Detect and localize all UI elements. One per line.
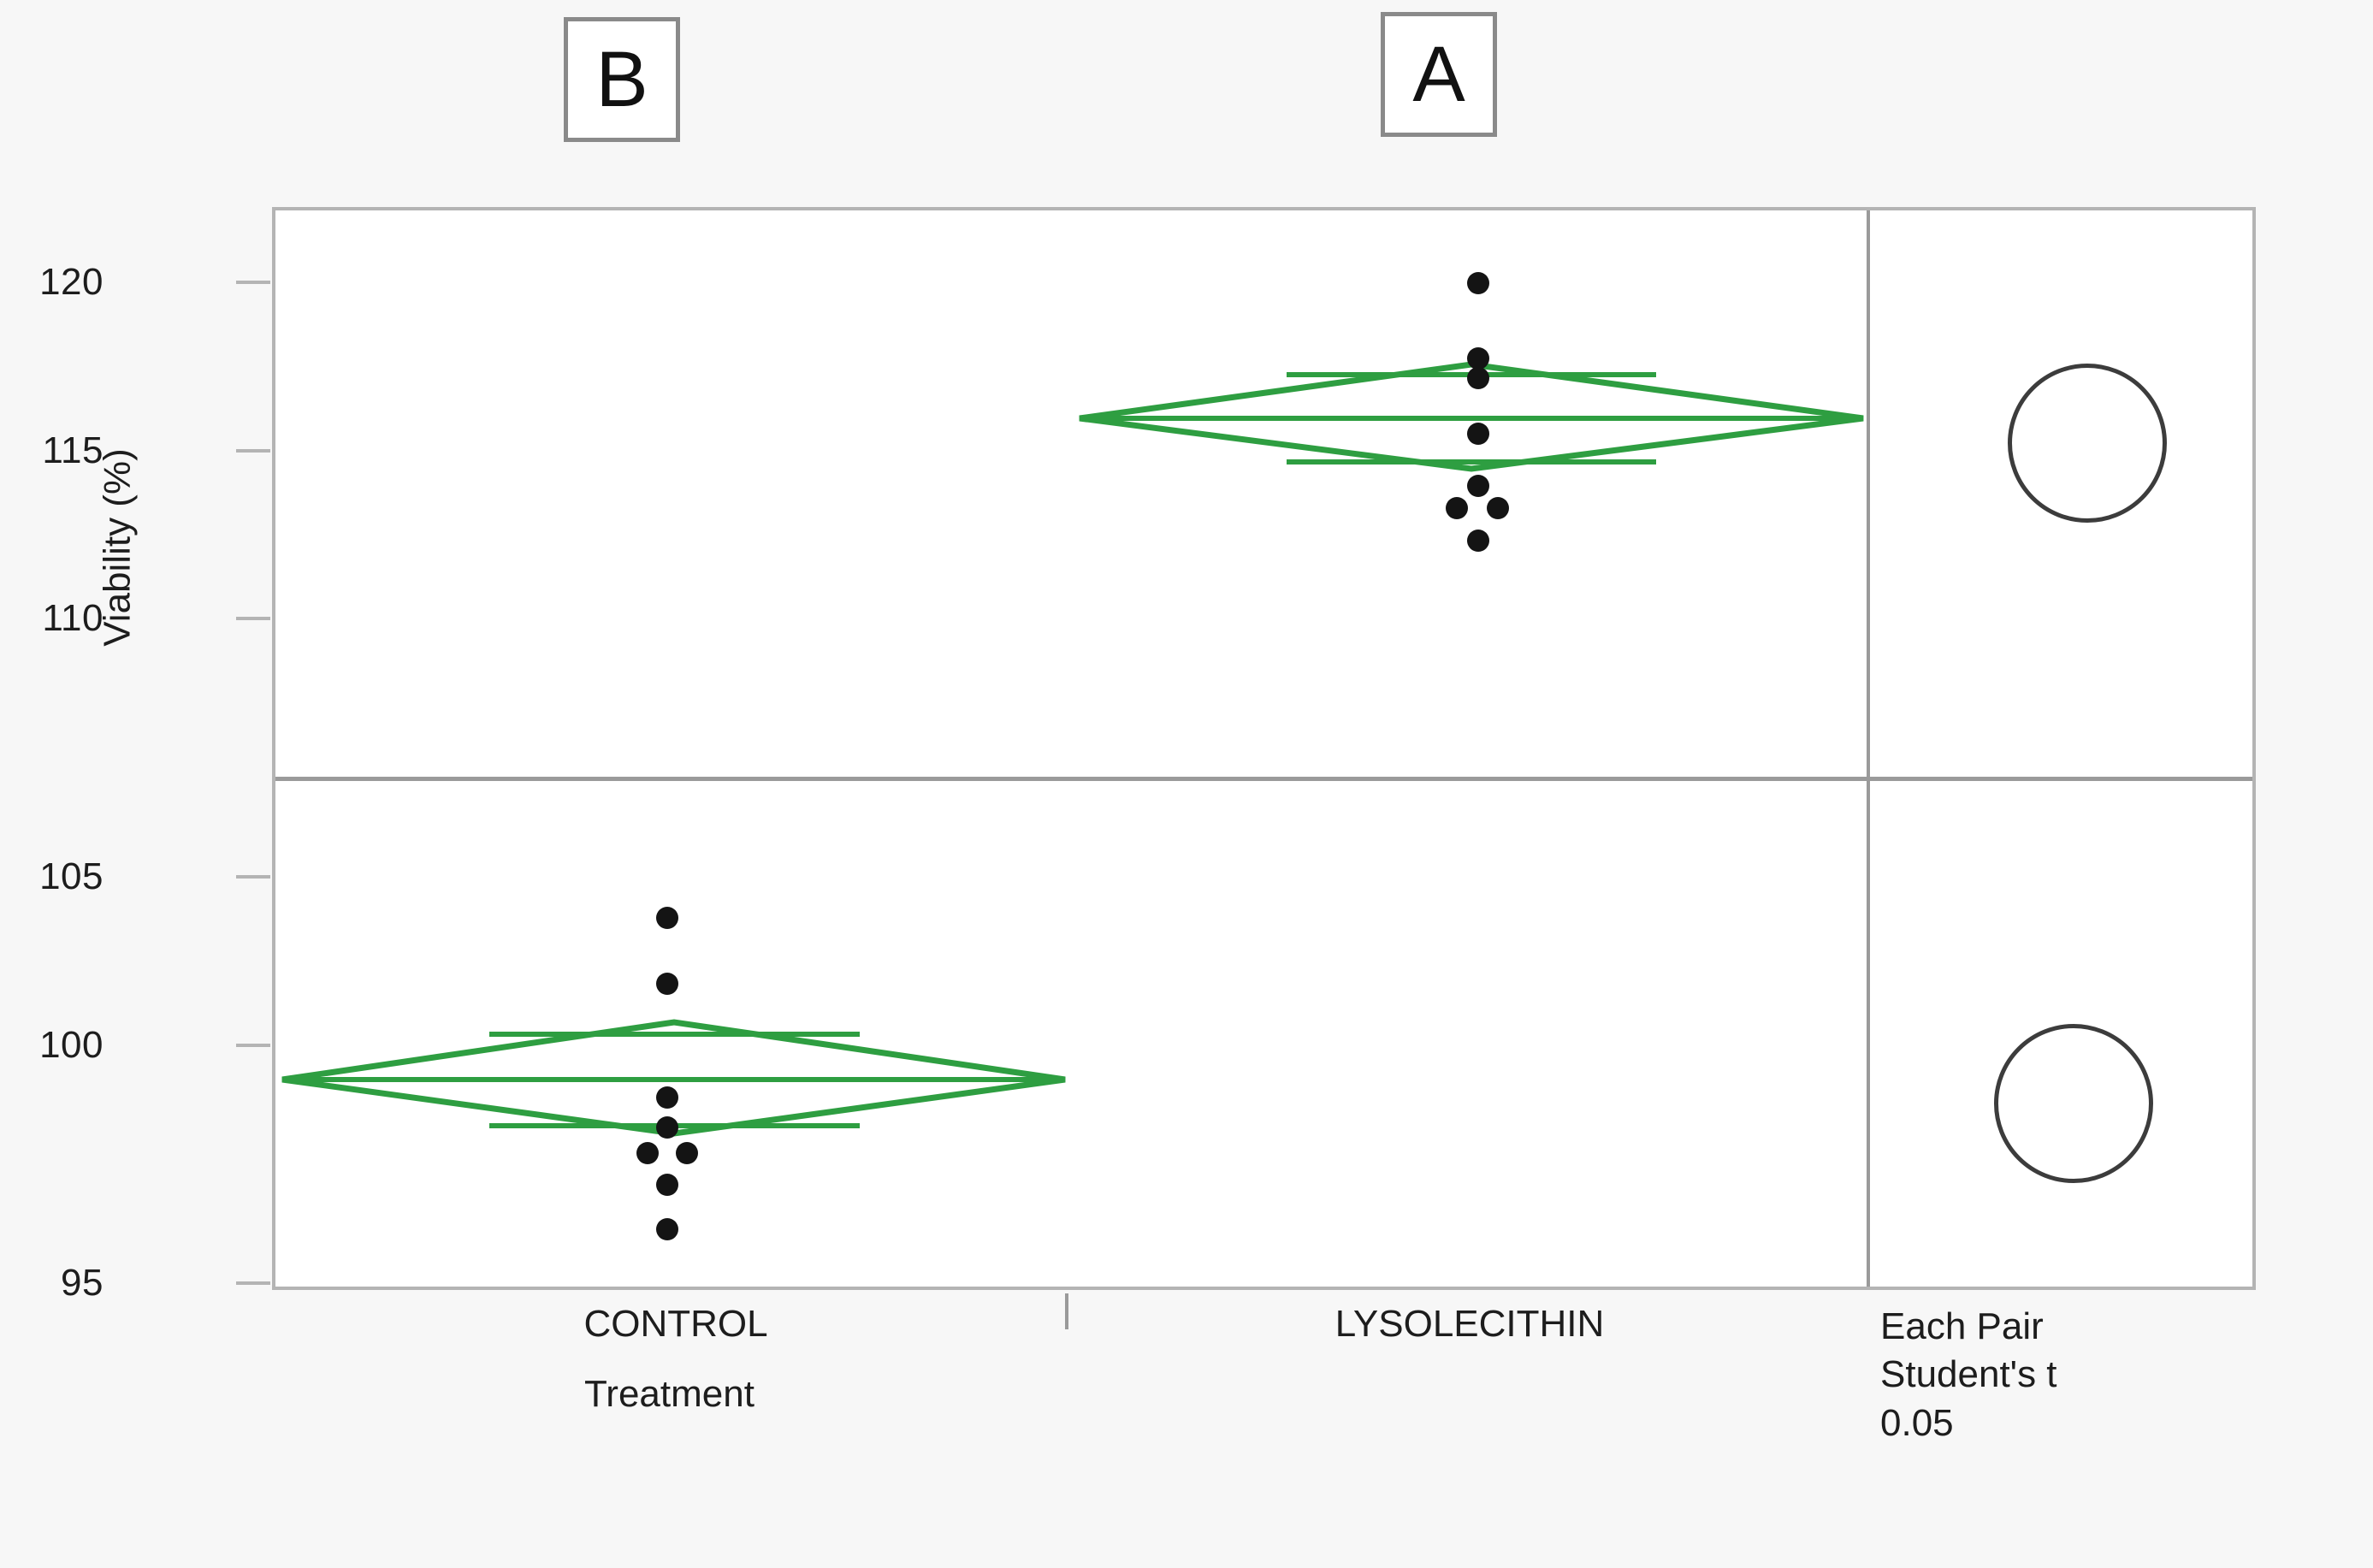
axis-break-divider [275, 777, 2252, 781]
comparison-legend: Each Pair Student's t 0.05 [1880, 1303, 2057, 1447]
data-point [656, 1218, 678, 1240]
comparison-legend-line-3: 0.05 [1880, 1401, 1954, 1444]
x-category-label-lysolecithin: LYSOLECITHIN [1334, 1303, 1605, 1345]
data-point [656, 973, 678, 995]
y-tick-mark-115 [236, 449, 270, 453]
x-category-label-control: CONTROL [583, 1303, 768, 1345]
group-letter-box-control: B [564, 17, 680, 142]
group-letter-lysolecithin: A [1412, 31, 1465, 118]
comparison-panel-divider [1867, 210, 1870, 1287]
comparison-legend-line-1: Each Pair [1880, 1305, 2044, 1347]
data-point [1467, 475, 1489, 497]
data-point [1467, 272, 1489, 294]
y-tick-label-95: 95 [61, 1262, 104, 1304]
x-axis-title: Treatment [584, 1373, 755, 1415]
comparison-circle-control[interactable] [1994, 1024, 2153, 1183]
y-tick-mark-110 [236, 617, 270, 620]
data-point [1487, 497, 1509, 519]
data-point [656, 1174, 678, 1196]
comparison-circle-lysolecithin[interactable] [2008, 364, 2167, 523]
data-point [1467, 347, 1489, 370]
data-point [656, 907, 678, 929]
plot-frame [272, 207, 2256, 1290]
y-tick-mark-95 [236, 1281, 270, 1285]
data-point [656, 1116, 678, 1139]
y-tick-label-115: 115 [42, 429, 104, 471]
x-tick-mark-mid [1065, 1293, 1068, 1329]
y-tick-label-110: 110 [42, 597, 104, 639]
data-point [676, 1142, 698, 1164]
y-tick-mark-105 [236, 875, 270, 879]
group-letter-control: B [595, 36, 648, 123]
y-tick-label-120: 120 [39, 261, 104, 303]
y-tick-mark-120 [236, 281, 270, 284]
data-point [1467, 367, 1489, 389]
group-letter-box-lysolecithin: A [1381, 12, 1497, 137]
data-point [1467, 530, 1489, 552]
data-point [636, 1142, 659, 1164]
data-point [656, 1086, 678, 1109]
y-tick-mark-100 [236, 1044, 270, 1047]
comparison-legend-line-2: Student's t [1880, 1353, 2057, 1396]
y-tick-label-100: 100 [39, 1024, 104, 1066]
y-tick-label-105: 105 [39, 855, 104, 897]
data-point [1467, 423, 1489, 445]
data-point [1446, 497, 1468, 519]
y-axis-title: Viability (%) [96, 448, 139, 647]
